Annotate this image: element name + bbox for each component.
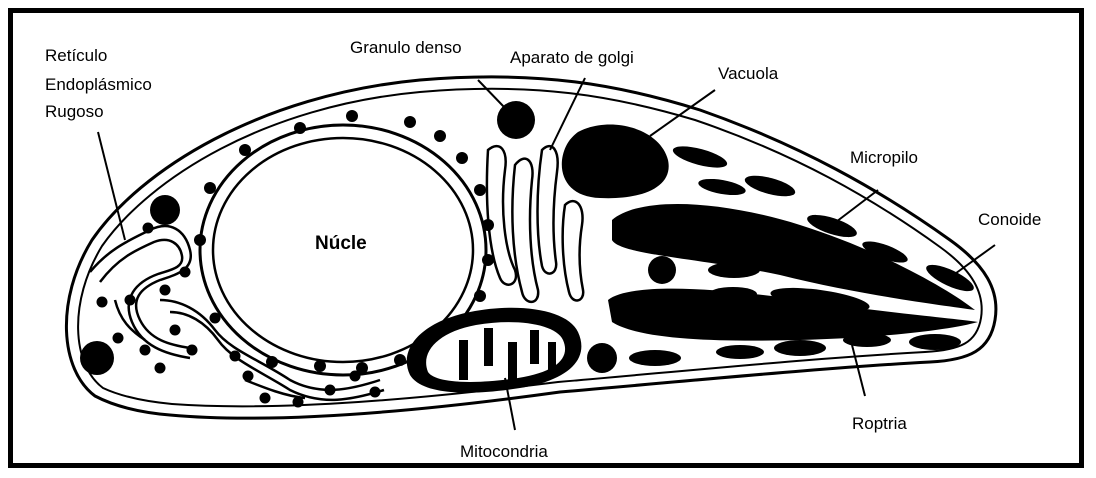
label-nucleo: Núcle xyxy=(315,234,367,254)
label-conoide: Conoide xyxy=(978,210,1041,230)
vacuole xyxy=(562,125,669,199)
label-aparato-golgi: Aparato de golgi xyxy=(510,48,634,68)
label-reticulo-line1: Retículo xyxy=(45,46,107,66)
label-reticulo-line2: Endoplásmico xyxy=(45,75,152,95)
label-mitocondria: Mitocondria xyxy=(460,442,548,462)
label-vacuola: Vacuola xyxy=(718,64,778,84)
label-granulo-denso: Granulo denso xyxy=(350,38,462,58)
label-roptria: Roptria xyxy=(852,414,907,434)
label-reticulo-line3: Rugoso xyxy=(45,102,104,122)
label-micropilo: Micropilo xyxy=(850,148,918,168)
